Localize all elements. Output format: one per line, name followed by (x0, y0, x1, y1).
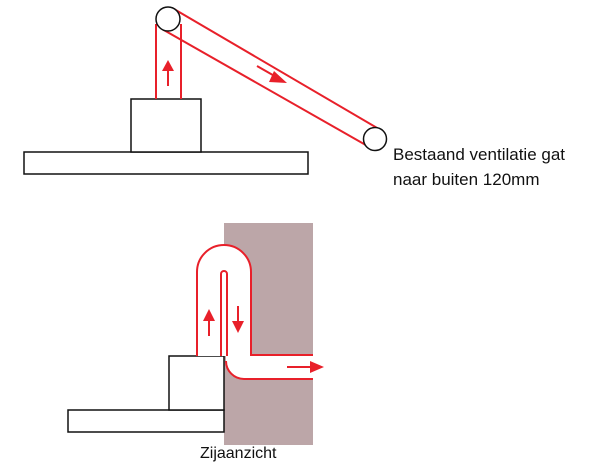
top-base-plate (23, 151, 309, 175)
side-unit-box (168, 355, 225, 411)
side-duct-outer (196, 244, 313, 356)
vent-hole-label-line2: naar buiten 120mm (393, 170, 540, 189)
top-arrow-up-icon (162, 60, 174, 86)
side-arrow-up-icon (203, 309, 215, 336)
top-duct-diagonal-lower (161, 28, 372, 149)
top-duct-diagonal-upper (173, 8, 385, 133)
side-arrow-right-icon (287, 361, 324, 373)
side-duct-inner (220, 270, 228, 356)
top-unit-box (130, 98, 202, 153)
vent-hole-label-line1: Bestaand ventilatie gat (393, 145, 566, 164)
side-view (67, 223, 324, 445)
side-base-plate (67, 409, 225, 433)
top-view (23, 6, 388, 175)
existing-vent-hole-circle (362, 126, 388, 152)
top-arrow-diagonal-icon (256, 65, 287, 83)
side-arrow-down-icon (232, 306, 244, 333)
side-duct-exit-lower (225, 360, 313, 380)
top-elbow-circle (155, 6, 181, 32)
side-view-caption: Zijaanzicht (200, 445, 277, 462)
